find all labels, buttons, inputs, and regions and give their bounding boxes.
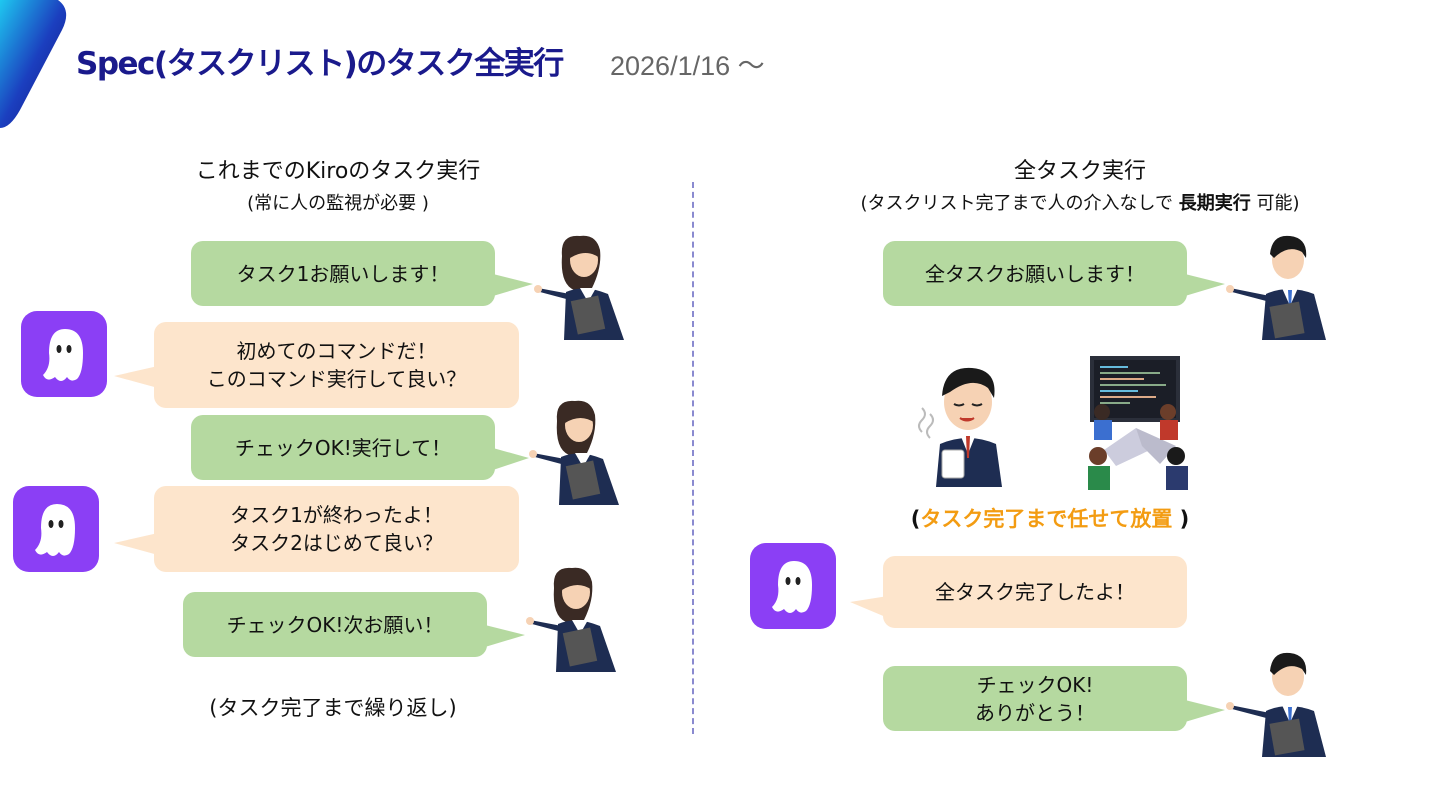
message-text: チェックOK!次お願い！ xyxy=(226,612,444,637)
user-message-bubble: 全タスクお願いします！ xyxy=(883,241,1187,306)
kiro-message-bubble: 全タスク完了したよ！ xyxy=(883,556,1187,628)
right-note-text: タスク完了まで任せて放置 xyxy=(920,507,1173,531)
kiro-message-bubble: タスク1が終わったよ！ タスク2はじめて良い？ xyxy=(154,486,519,572)
message-text: タスク1が終わったよ！ xyxy=(230,503,443,527)
left-footer-note: (タスク完了まで繰り返し) xyxy=(209,696,457,720)
kiro-logo xyxy=(13,486,99,572)
message-text: チェックOK! xyxy=(976,672,1094,697)
office-woman-icon xyxy=(534,235,624,340)
message-text: このコマンド実行して良い？ xyxy=(206,367,467,391)
user-message-bubble: チェックOK!実行して！ xyxy=(191,415,495,480)
kiro-ghost-icon xyxy=(772,561,812,613)
column-divider xyxy=(692,182,694,734)
message-text: ありがとう！ xyxy=(975,700,1095,725)
right-note-close: ) xyxy=(1172,507,1190,531)
right-subheading-post: 可能) xyxy=(1250,193,1300,214)
message-text: 全タスクお願いします！ xyxy=(925,261,1145,286)
team-at-computers-illustration xyxy=(1088,356,1188,490)
page-date: 2026/1/16 ～ xyxy=(610,51,765,81)
office-woman-icon xyxy=(526,567,616,672)
left-heading: これまでのKiroのタスク実行 xyxy=(195,159,481,184)
bubble-tail xyxy=(114,533,158,555)
corner-decoration xyxy=(0,0,67,128)
message-text: タスク2はじめて良い？ xyxy=(230,531,443,555)
bubble-tail xyxy=(493,448,529,470)
page-title: Spec(タスクリスト)のタスク全実行 xyxy=(76,46,564,82)
office-man-icon xyxy=(1226,235,1326,340)
user-message-bubble: タスク1お願いします！ xyxy=(191,241,495,306)
right-subheading-pre: (タスクリスト完了まで人の介入なしで xyxy=(860,193,1179,214)
right-subheading-bold: 長期実行 xyxy=(1178,193,1251,214)
right-heading: 全タスク実行 xyxy=(1013,159,1146,184)
right-note: (タスク完了まで任せて放置 ) xyxy=(860,503,1240,533)
kiro-message-bubble: 初めてのコマンドだ！ このコマンド実行して良い？ xyxy=(154,322,519,408)
bubble-tail xyxy=(1185,700,1225,722)
bubble-tail xyxy=(1185,274,1225,296)
right-column-header: 全タスク実行 (タスクリスト完了まで人の介入なしで 長期実行 可能) xyxy=(830,153,1330,215)
message-text: チェックOK!実行して！ xyxy=(234,435,452,460)
bubble-tail xyxy=(493,274,533,296)
right-subheading: (タスクリスト完了まで人の介入なしで 長期実行 可能) xyxy=(830,189,1330,215)
bubble-tail xyxy=(850,596,888,618)
message-text: 全タスク完了したよ！ xyxy=(935,580,1135,604)
relaxed-man-with-coffee xyxy=(918,367,1002,487)
office-woman-icon xyxy=(529,400,619,505)
office-man-icon xyxy=(1226,652,1326,757)
left-column-header: これまでのKiroのタスク実行 (常に人の監視が必要 ) xyxy=(188,153,488,215)
message-text: 初めてのコマンドだ！ xyxy=(236,339,437,363)
user-message-bubble: チェックOK!次お願い！ xyxy=(183,592,487,657)
kiro-logo xyxy=(21,311,107,397)
right-note-open: ( xyxy=(910,507,921,531)
left-subheading: (常に人の監視が必要 ) xyxy=(247,193,429,214)
kiro-ghost-icon xyxy=(35,504,75,556)
message-text: タスク1お願いします！ xyxy=(236,261,450,286)
kiro-logo xyxy=(750,543,836,629)
bubble-tail xyxy=(485,625,525,647)
kiro-ghost-icon xyxy=(43,329,83,381)
bubble-tail xyxy=(114,366,158,388)
user-message-bubble: チェックOK! ありがとう！ xyxy=(883,666,1187,731)
